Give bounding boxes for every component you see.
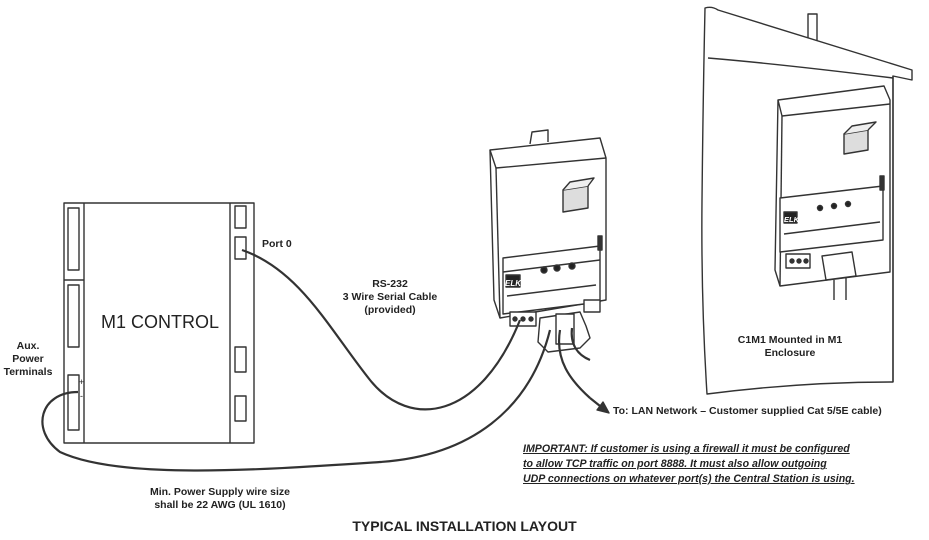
port0-label: Port 0 xyxy=(262,238,292,250)
enclosure-device-brand-logo: ELK xyxy=(784,215,799,224)
port0-connector xyxy=(234,236,247,260)
firewall-important-note: IMPORTANT: If customer is using a firewa… xyxy=(523,443,855,485)
aux-power-terminals-label: Aux. Power Terminals xyxy=(3,340,53,378)
lan-network-label: To: LAN Network – Customer supplied Cat … xyxy=(613,405,882,417)
serial-cable-label: RS-232 3 Wire Serial Cable (provided) xyxy=(342,278,438,316)
c1m1-mounted-label: C1M1 Mounted in M1 Enclosure xyxy=(737,334,843,359)
wire-size-label: Min. Power Supply wire size shall be 22 … xyxy=(149,486,291,511)
c1m1-device xyxy=(489,129,607,353)
cables xyxy=(41,248,591,472)
m1-enclosure xyxy=(701,6,913,395)
terminal-minus: - xyxy=(80,391,83,401)
device-brand-logo: ELK xyxy=(505,279,521,288)
m1-control-title: M1 CONTROL xyxy=(100,312,219,332)
m1-control-panel xyxy=(63,202,255,444)
diagram-caption: TYPICAL INSTALLATION LAYOUT xyxy=(352,518,577,534)
terminal-plus: + xyxy=(79,377,85,387)
